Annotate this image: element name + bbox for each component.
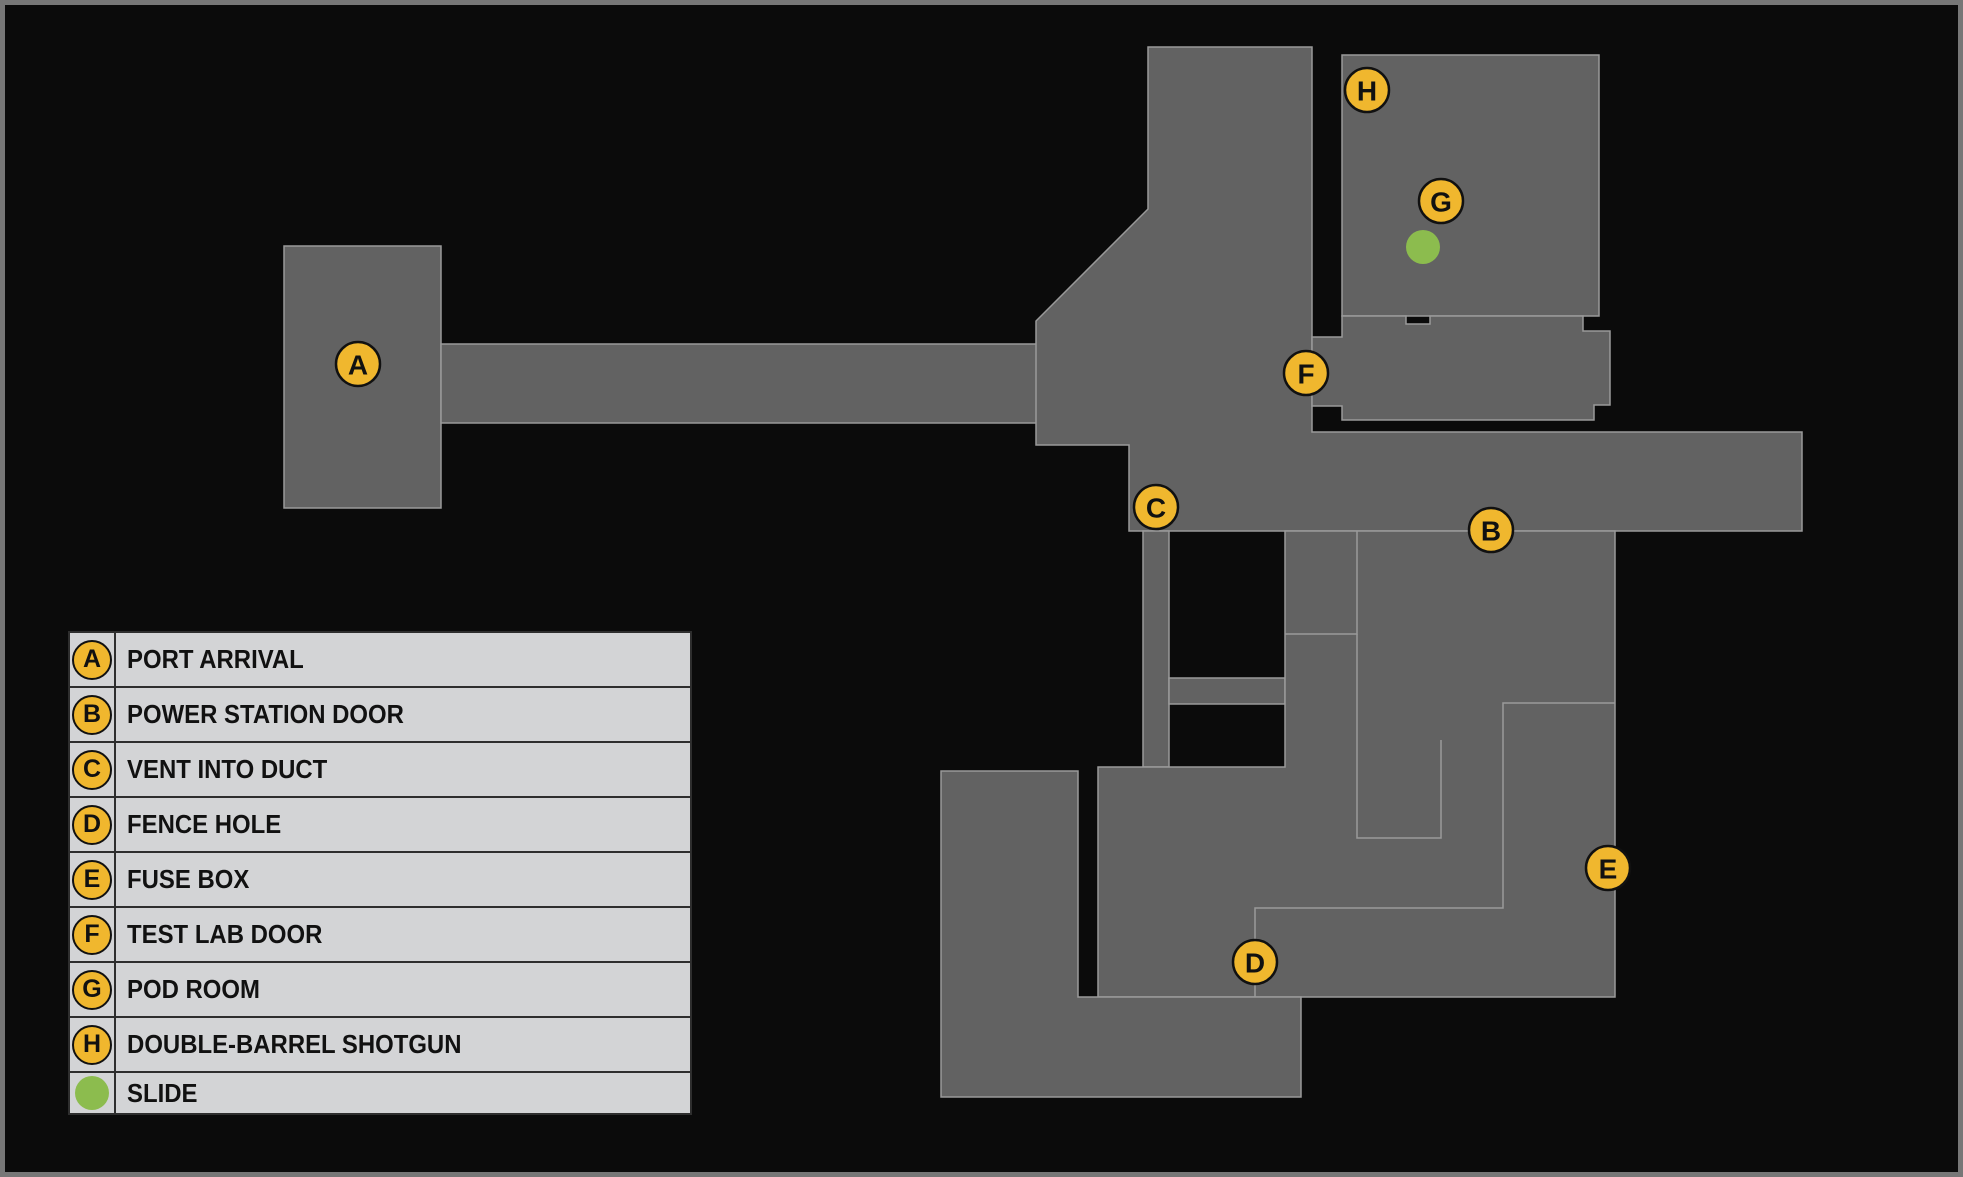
legend-key-b: B [70,688,116,741]
marker-f-letter: F [1297,359,1314,390]
marker-h-letter: H [1357,76,1377,107]
legend-label-a: PORT ARRIVAL [127,644,304,674]
marker-a-letter: A [348,350,368,381]
marker-f: F [1282,349,1330,397]
marker-g: G [1417,177,1465,225]
marker-a: A [334,340,382,388]
legend-label-d: FENCE HOLE [127,809,282,839]
legend-badge-h: H [72,1024,112,1065]
legend-key-f: F [70,908,116,961]
legend-key-g: G [70,963,116,1016]
legend-label-b: POWER STATION DOOR [127,699,404,729]
legend-key-c: C [70,743,116,796]
legend-row-c: C VENT INTO DUCT [70,743,690,796]
legend-row-d: D FENCE HOLE [70,798,690,851]
green-dot-icon [75,1076,109,1110]
marker-b-letter: B [1481,516,1501,547]
marker-g-letter: G [1430,187,1452,218]
legend-row-h: H DOUBLE-BARREL SHOTGUN [70,1018,690,1071]
inner-wall-3 [1254,702,1615,997]
room-central-hub [1035,46,1803,532]
legend-badge-a: A [72,639,112,680]
inner-wall-2 [1356,634,1442,839]
legend-badge-c: C [72,749,112,790]
marker-h: H [1343,66,1391,114]
legend-badge-e: E [72,859,112,900]
marker-e-letter: E [1599,854,1618,885]
legend-key-e: E [70,853,116,906]
legend-row-g: G POD ROOM [70,963,690,1016]
legend-label-slide: SLIDE [127,1077,198,1108]
legend-key-slide [70,1073,116,1113]
duct-vertical [1142,530,1170,768]
legend-label-g: POD ROOM [127,974,260,1004]
legend-label-f: TEST LAB DOOR [127,919,323,949]
legend-row-e: E FUSE BOX [70,853,690,906]
legend-badge-d: D [72,804,112,845]
legend-label-c: VENT INTO DUCT [127,754,328,784]
legend-label-h: DOUBLE-BARREL SHOTGUN [127,1029,462,1059]
legend-row-a: A PORT ARRIVAL [70,633,690,686]
legend-row-slide: SLIDE [70,1073,690,1113]
room-southwest [940,770,1302,1098]
map-legend: A PORT ARRIVAL B POWER STATION DOOR C VE… [68,631,692,1115]
legend-badge-b: B [72,694,112,735]
legend-badge-g: G [72,969,112,1010]
legend-badge-f: F [72,914,112,955]
legend-key-a: A [70,633,116,686]
legend-row-f: F TEST LAB DOOR [70,908,690,961]
marker-e: E [1584,844,1632,892]
legend-label-e: FUSE BOX [127,864,250,894]
legend-row-b: B POWER STATION DOOR [70,688,690,741]
slide-marker [1406,230,1440,264]
marker-b: B [1467,506,1515,554]
marker-d-letter: D [1245,948,1265,979]
room-test-lab [1311,315,1611,421]
legend-key-d: D [70,798,116,851]
marker-d: D [1231,938,1279,986]
corridor-west [440,343,1038,424]
marker-c-letter: C [1146,493,1166,524]
legend-key-h: H [70,1018,116,1071]
marker-c: C [1132,483,1180,531]
duct-horizontal [1168,677,1286,705]
